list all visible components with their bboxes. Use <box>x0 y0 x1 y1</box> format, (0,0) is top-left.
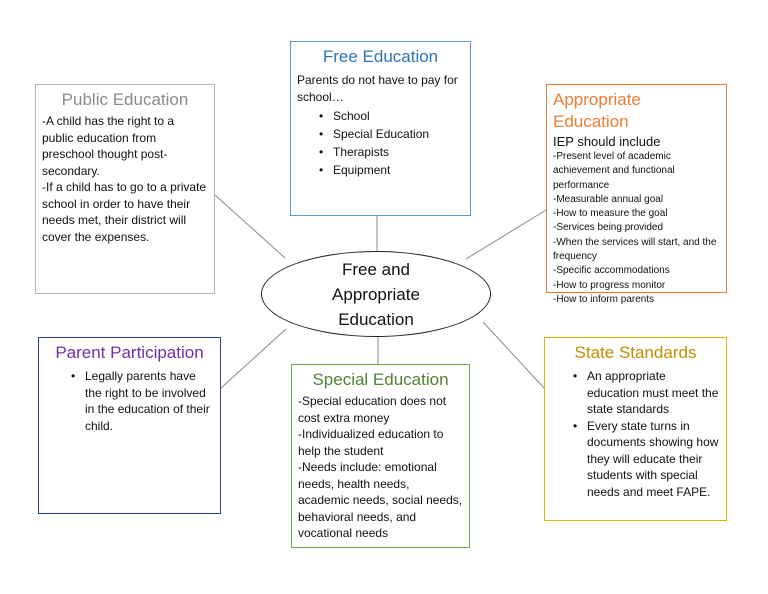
list-item: Therapists <box>319 143 464 161</box>
central-topic-ellipse: Free and Appropriate Education <box>261 251 491 337</box>
appropriate-education-line: -Present level of academic achievement a… <box>553 151 675 191</box>
appropriate-education-line: -How to inform parents <box>553 293 655 305</box>
parent-participation-box: Parent Participation Legally parents hav… <box>38 337 221 514</box>
public-education-line: -If a child has to go to a private schoo… <box>42 180 207 244</box>
free-education-intro: Parents do not have to pay for school… <box>297 73 458 104</box>
special-education-line: -Needs include: emotional needs, health … <box>298 460 463 540</box>
appropriate-education-line: -How to measure the goal <box>553 208 668 220</box>
special-education-title: Special Education <box>312 370 449 389</box>
appropriate-education-line: -How to progress monitor <box>553 279 666 291</box>
list-item: Every state turns in documents showing h… <box>573 418 720 501</box>
appropriate-education-subtitle: IEP should include <box>553 134 661 149</box>
appropriate-education-line: -Measurable annual goal <box>553 193 664 205</box>
list-item: Legally parents have the right to be inv… <box>71 368 214 434</box>
list-item: Equipment <box>319 161 464 179</box>
connector-public <box>214 194 286 259</box>
connector-parent <box>220 328 287 389</box>
appropriate-education-line: -Services being provided <box>553 222 664 234</box>
special-education-line: -Individualized education to help the st… <box>298 427 444 458</box>
appropriate-education-title: Appropriate Education <box>553 90 641 131</box>
state-standards-box: State Standards An appropriate education… <box>544 337 727 521</box>
free-education-list: School Special Education Therapists Equi… <box>297 107 464 179</box>
state-standards-list: An appropriate education must meet the s… <box>551 368 720 500</box>
appropriate-education-line: -When the services will start, and the f… <box>553 236 717 263</box>
state-standards-title: State Standards <box>574 343 697 362</box>
special-education-box: Special Education -Special education doe… <box>291 364 470 548</box>
list-item: An appropriate education must meet the s… <box>573 368 720 418</box>
list-item: School <box>319 107 464 125</box>
special-education-line: -Special education does not cost extra m… <box>298 394 447 425</box>
public-education-box: Public Education -A child has the right … <box>35 84 215 294</box>
public-education-line: -A child has the right to a public educa… <box>42 114 175 178</box>
free-education-title: Free Education <box>322 47 439 66</box>
free-education-box: Free Education Parents do not have to pa… <box>290 41 471 216</box>
list-item: Special Education <box>319 125 464 143</box>
appropriate-education-line: -Specific accommodations <box>553 265 670 277</box>
connector-state <box>482 321 545 389</box>
public-education-title: Public Education <box>61 90 189 109</box>
parent-participation-title: Parent Participation <box>55 343 204 362</box>
parent-participation-list: Legally parents have the right to be inv… <box>45 368 214 434</box>
central-topic-title: Free and Appropriate Education <box>332 259 420 329</box>
connector-appropriate <box>465 209 547 260</box>
appropriate-education-box: Appropriate Education IEP should include… <box>546 84 727 305</box>
